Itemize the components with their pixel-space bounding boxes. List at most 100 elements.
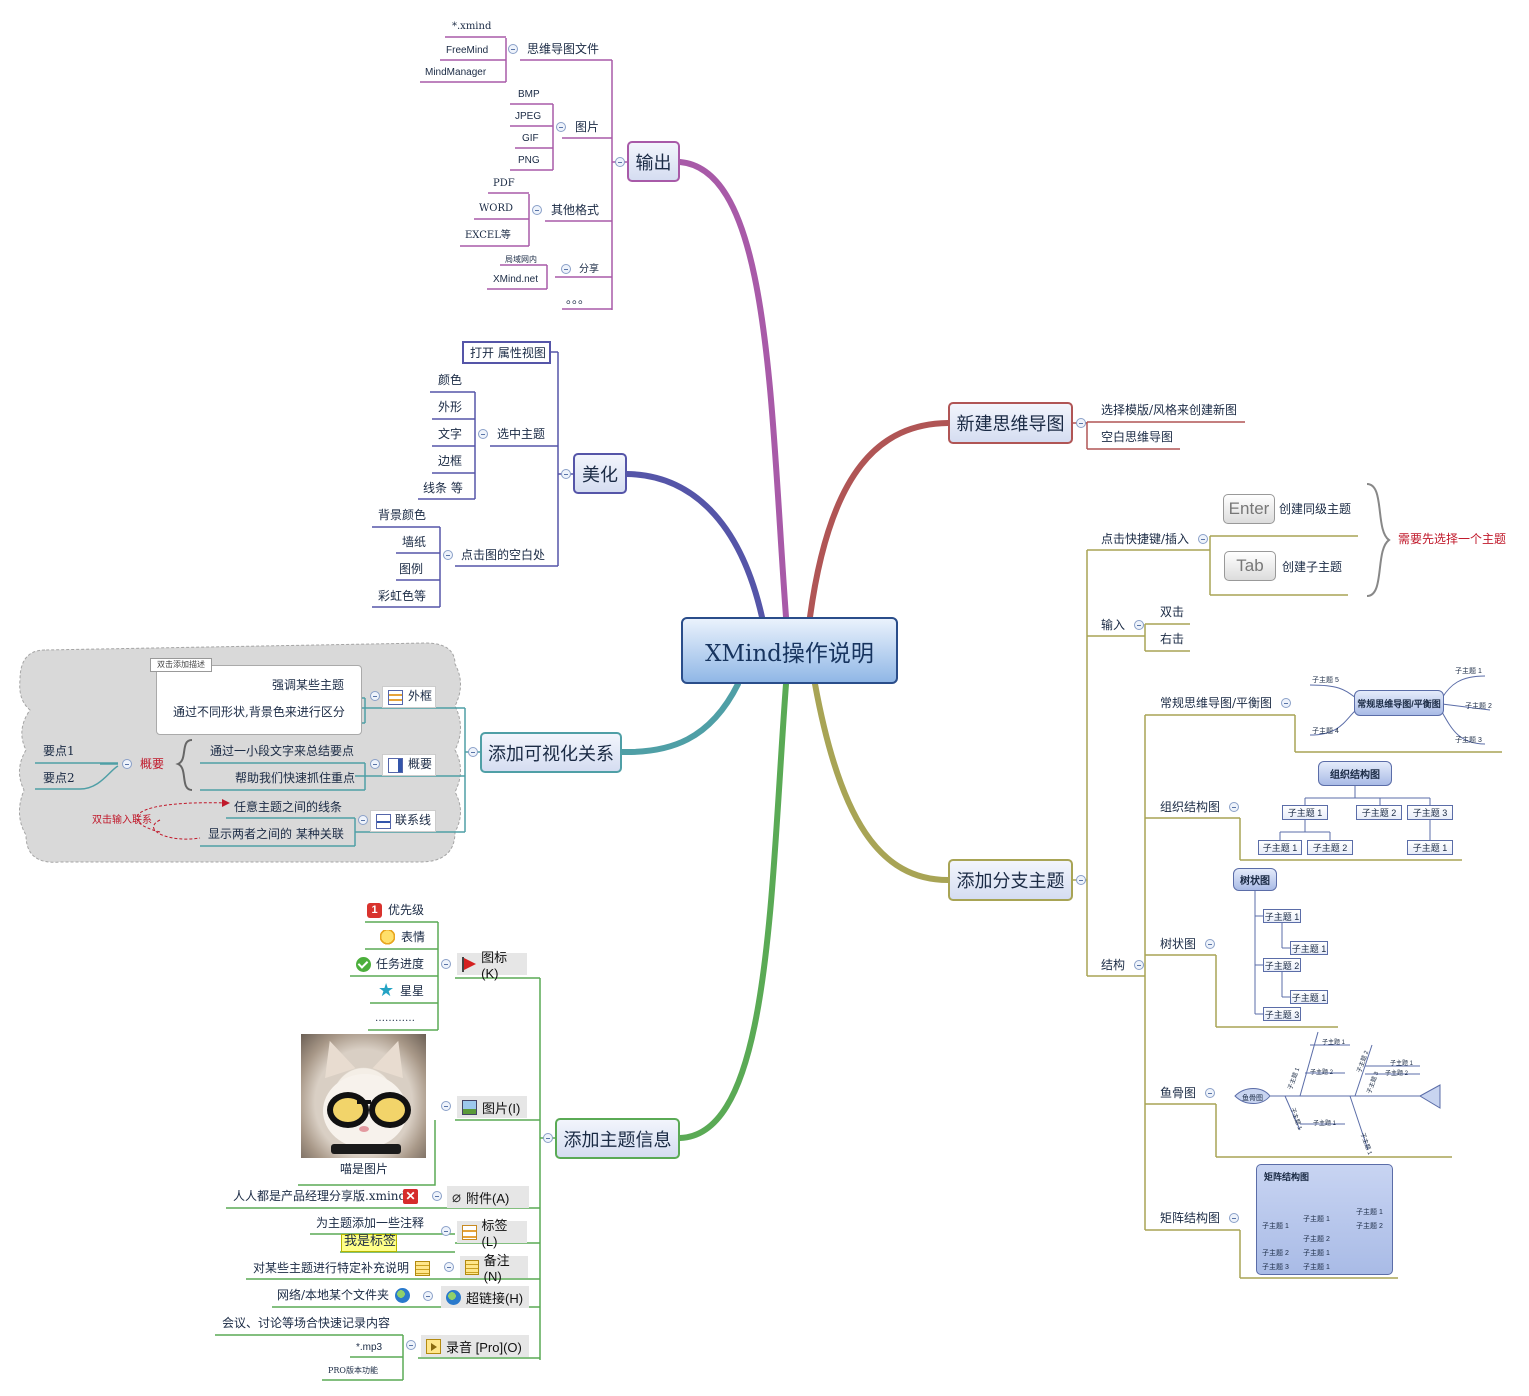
- relation-note[interactable]: 双击输入联系: [92, 815, 152, 826]
- collapse-toggle[interactable]: [122, 759, 132, 769]
- collapse-toggle[interactable]: [370, 759, 380, 769]
- list-item[interactable]: 要点1: [43, 744, 75, 758]
- list-item[interactable]: 空白思维导图: [1101, 430, 1174, 444]
- output-mindmap-files[interactable]: 思维导图文件: [527, 42, 600, 56]
- list-item[interactable]: 图例: [399, 562, 424, 576]
- list-item[interactable]: PDF: [493, 178, 515, 189]
- list-item[interactable]: 局域网内: [505, 255, 537, 264]
- collapse-toggle[interactable]: [1134, 620, 1144, 630]
- collapse-toggle[interactable]: [532, 205, 542, 215]
- list-item[interactable]: 会议、讨论等场合快速记录内容: [222, 1316, 391, 1330]
- list-item[interactable]: 选择模版/风格来创建新图: [1101, 403, 1238, 417]
- picture-caption[interactable]: 喵是图片: [340, 1162, 389, 1176]
- list-item[interactable]: 墙纸: [402, 535, 427, 549]
- list-item[interactable]: 创建子主题: [1282, 560, 1343, 574]
- input-label[interactable]: 输入: [1101, 618, 1126, 632]
- shortcut-note[interactable]: 需要先选择一个主题: [1398, 532, 1507, 546]
- list-item[interactable]: 外形: [438, 400, 463, 414]
- collapse-toggle[interactable]: [1134, 960, 1144, 970]
- list-item[interactable]: 文字: [438, 427, 463, 441]
- collapse-toggle[interactable]: [1281, 698, 1291, 708]
- list-item[interactable]: PRO版本功能: [328, 1366, 378, 1375]
- list-item[interactable]: *.xmind: [452, 21, 492, 32]
- collapse-toggle[interactable]: [1076, 418, 1086, 428]
- notes-tag[interactable]: 备注(N): [460, 1253, 528, 1284]
- list-item[interactable]: …………: [375, 1013, 415, 1024]
- collapse-toggle[interactable]: [543, 1133, 553, 1143]
- list-item[interactable]: XMind.net: [493, 274, 539, 285]
- collapse-toggle[interactable]: [370, 691, 380, 701]
- collapse-toggle[interactable]: [423, 1291, 433, 1301]
- list-item[interactable]: WORD: [479, 203, 514, 214]
- structure-tree[interactable]: 树状图: [1160, 937, 1197, 951]
- collapse-toggle[interactable]: [478, 429, 488, 439]
- output-share[interactable]: 分享: [579, 264, 599, 275]
- list-item[interactable]: 颜色: [438, 373, 463, 387]
- list-item[interactable]: 边框: [438, 454, 463, 468]
- list-item[interactable]: 优先级: [388, 903, 425, 917]
- list-item[interactable]: EXCEL等: [465, 230, 511, 241]
- list-item[interactable]: 右击: [1160, 632, 1185, 646]
- list-item[interactable]: 显示两者之间的 某种关联: [208, 827, 344, 841]
- collapse-toggle[interactable]: [1205, 939, 1215, 949]
- audio-tag[interactable]: 录音 [Pro](O): [421, 1335, 529, 1357]
- collapse-toggle[interactable]: [1198, 534, 1208, 544]
- collapse-toggle[interactable]: [1229, 1213, 1239, 1223]
- structure-balance[interactable]: 常规思维导图/平衡图: [1160, 696, 1273, 710]
- list-item[interactable]: 强调某些主题: [272, 678, 345, 692]
- collapse-toggle[interactable]: [561, 469, 571, 479]
- collapse-toggle[interactable]: [1076, 875, 1086, 885]
- shortcut-label[interactable]: 点击快捷键/插入: [1101, 532, 1190, 546]
- list-item[interactable]: 彩虹色等: [378, 589, 427, 603]
- icons-tag[interactable]: 图标(K): [457, 950, 527, 981]
- blank-area[interactable]: 点击图的空白处: [461, 548, 546, 562]
- output-images[interactable]: 图片: [575, 120, 600, 134]
- topic-add-info[interactable]: 添加主题信息: [555, 1118, 680, 1159]
- list-item[interactable]: 创建同级主题: [1279, 502, 1352, 516]
- hyperlink-tag[interactable]: 超链接(H): [441, 1286, 529, 1308]
- labels-item[interactable]: 为主题添加一些注释: [316, 1216, 425, 1230]
- collapse-toggle[interactable]: [441, 1101, 451, 1111]
- open-properties[interactable]: 打开 属性视图: [470, 346, 546, 360]
- list-item[interactable]: PNG: [518, 155, 540, 166]
- list-item[interactable]: FreeMind: [446, 45, 489, 56]
- collapse-toggle[interactable]: [358, 815, 368, 825]
- list-item[interactable]: GIF: [522, 133, 539, 144]
- collapse-toggle[interactable]: [508, 44, 518, 54]
- open-properties-box[interactable]: [462, 341, 551, 364]
- collapse-toggle[interactable]: [406, 1340, 416, 1350]
- list-item[interactable]: 通过一小段文字来总结要点: [210, 744, 355, 758]
- output-other-formats[interactable]: 其他格式: [551, 203, 600, 217]
- list-item[interactable]: 帮助我们快速抓住重点: [235, 771, 356, 785]
- structure-fishbone[interactable]: 鱼骨图: [1160, 1086, 1197, 1100]
- list-item[interactable]: 星星: [400, 984, 425, 998]
- list-item[interactable]: 任意主题之间的线条: [234, 800, 343, 814]
- output-more[interactable]: 。。。: [566, 292, 591, 306]
- list-item[interactable]: 表情: [401, 930, 426, 944]
- list-item[interactable]: 要点2: [43, 771, 75, 785]
- central-topic[interactable]: XMind操作说明: [681, 617, 898, 684]
- list-item[interactable]: MindManager: [425, 67, 487, 78]
- topic-add-subtopic[interactable]: 添加分支主题: [948, 859, 1073, 901]
- notes-item[interactable]: 对某些主题进行特定补充说明: [253, 1261, 410, 1275]
- summary-node[interactable]: 概要: [140, 757, 165, 771]
- labels-tag[interactable]: 标签(L): [457, 1218, 527, 1249]
- collapse-toggle[interactable]: [444, 1262, 454, 1272]
- collapse-toggle[interactable]: [468, 747, 478, 757]
- collapse-toggle[interactable]: [1205, 1088, 1215, 1098]
- topic-output[interactable]: 输出: [627, 141, 680, 182]
- collapse-toggle[interactable]: [556, 122, 566, 132]
- list-item[interactable]: *.mp3: [356, 1342, 383, 1353]
- label-sample-box[interactable]: [341, 1234, 397, 1252]
- attachment-tag[interactable]: ⌀附件(A): [447, 1186, 529, 1208]
- collapse-toggle[interactable]: [443, 550, 453, 560]
- topic-new-map[interactable]: 新建思维导图: [948, 402, 1073, 444]
- list-item[interactable]: JPEG: [515, 111, 542, 122]
- topic-visual-relation[interactable]: 添加可视化关系: [480, 732, 622, 773]
- collapse-toggle[interactable]: [615, 157, 625, 167]
- collapse-toggle[interactable]: [1229, 802, 1239, 812]
- list-item[interactable]: 任务进度: [376, 957, 425, 971]
- list-item[interactable]: BMP: [518, 89, 540, 100]
- collapse-toggle[interactable]: [441, 1226, 451, 1236]
- collapse-toggle[interactable]: [441, 959, 451, 969]
